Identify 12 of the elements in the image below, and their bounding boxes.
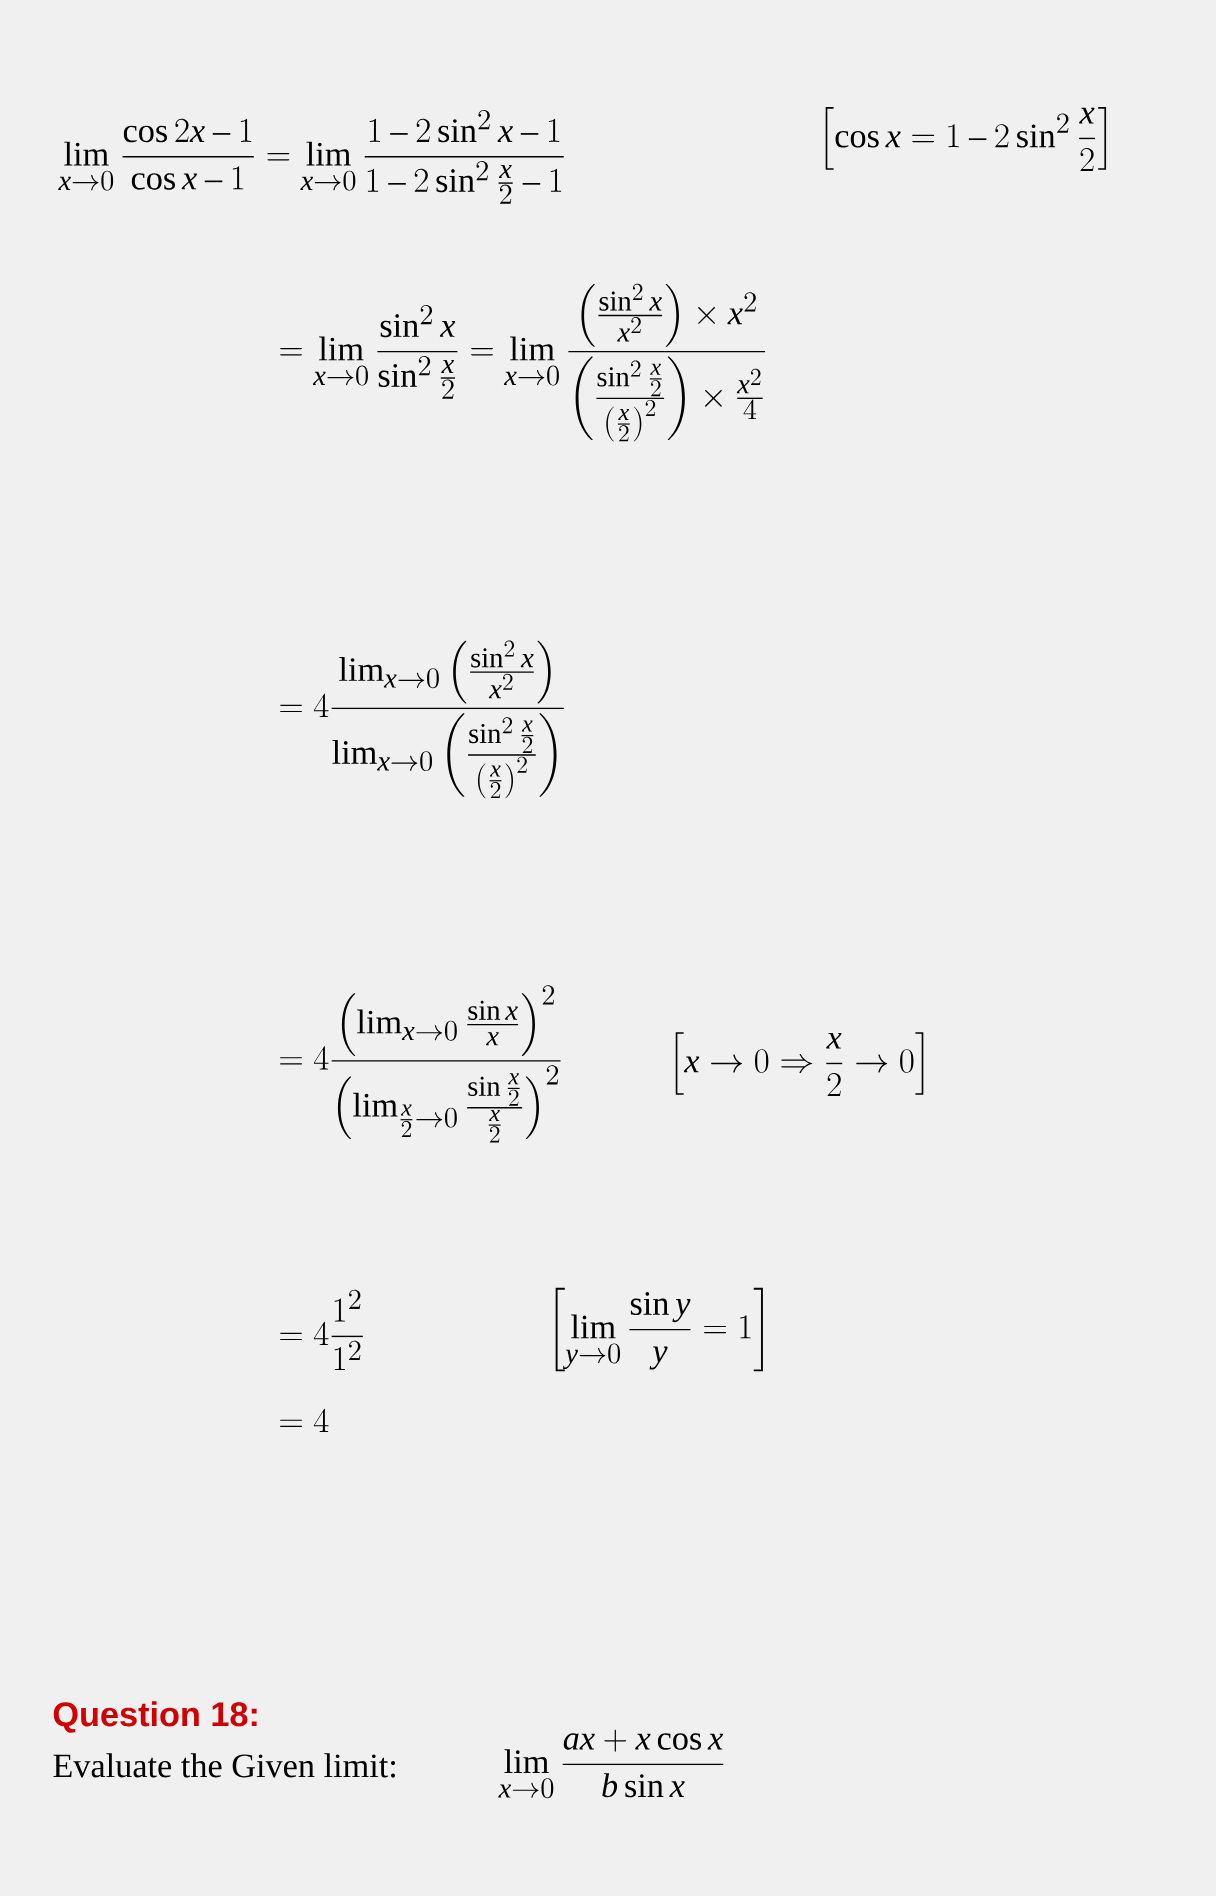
equation-line: $=4\frac{\lim_{x\to 0}\left(\frac{\sin^2 x}{x^2}\right)}{\lim_{x\to 0}\left(\frac{\sin^2\frac{x}{2}}{\left(\frac{x}{2}\right)^2}\right)}$	[279, 640, 564, 799]
hint-bracket: $\left[\lim_{y\to 0}\frac{\sin y}{y}=1\right]$	[555, 1287, 763, 1372]
equation-line: $=4\frac{1^2}{1^2}$	[279, 1289, 363, 1371]
equation-line: $=\lim_{x\to 0}\frac{\sin^2 x}{\sin^2\frac{x}{2}}=\lim_{x\to 0}\frac{\left(\frac{\sin^2 x}{x^2}\right)\times x^2}{\left(\frac{\sin^2\frac{x}{2}}{\left(\frac{x}{2}\right)^2}\right)\times\frac{x^2}{4}}$	[279, 283, 765, 442]
hint-bracket: $\left[\cos x=1-2\sin^2\frac{x}{2}\right]$	[825, 107, 1106, 172]
equation-line: $=4\frac{\left(\lim_{x\to 0}\frac{\sin x}{x}\right)^2}{\left(\lim_{\frac{x}{2}\to 0}\frac{\sin\frac{x}{2}}{\frac{x}{2}}\right)^2}$	[279, 985, 561, 1143]
limit-expression: $\lim_{x\to 0}\frac{ax+x\cos x}{b\sin x}$	[498, 1729, 724, 1799]
equation-line: $=4$	[279, 1408, 329, 1433]
question-heading: Question 18:	[53, 1701, 257, 1733]
hint-bracket: $\left[x\to 0\Rightarrow\frac{x}{2}\to 0\right]$	[675, 1032, 924, 1097]
equation-line: $\lim_{x\to 0}\frac{\cos 2x-1}{\cos x-1}=\lim_{x\to 0}\frac{1-2\sin^2 x-1}{1-2\sin^2\frac{x}{2}-1}$	[57, 109, 564, 204]
question-text: Evaluate the Given limit:	[53, 1753, 395, 1778]
